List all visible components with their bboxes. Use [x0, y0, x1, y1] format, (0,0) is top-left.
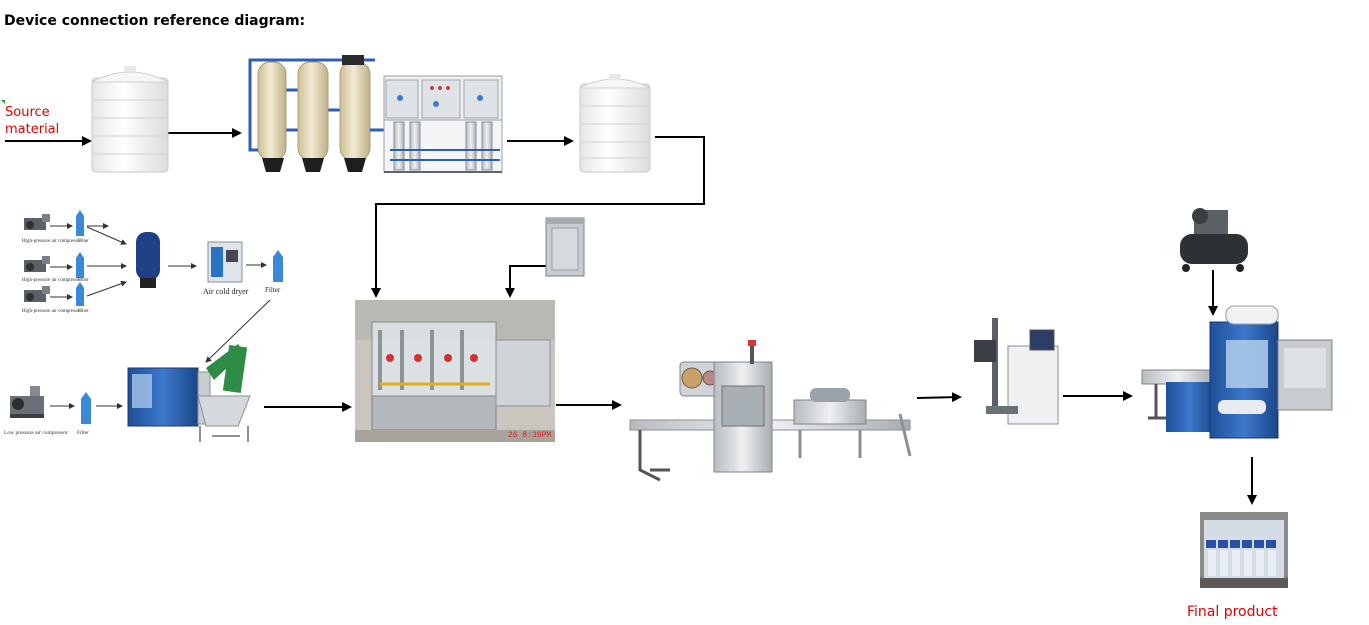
hp-compressor-caption-3: High-pressure air compressor: [22, 309, 82, 314]
diagram-title: Device connection reference diagram:: [4, 13, 306, 29]
arrow-cabinet-to-filler: [505, 265, 546, 298]
laser-coding-machine: [974, 318, 1059, 425]
air-dryer-caption: Air cold dryer: [203, 287, 249, 296]
dryer-filter-caption: Filter: [265, 286, 281, 294]
corner-marker: [1, 100, 5, 104]
source-label-line1: Source: [5, 105, 50, 120]
hp-row-2: [24, 252, 127, 278]
pure-water-tank: [579, 74, 651, 173]
air-receiver-tank: [136, 232, 160, 288]
hp-row-3: [24, 280, 127, 306]
wrapper-air-compressor: [1180, 208, 1248, 272]
final-product-image: [1200, 512, 1288, 588]
arrow-tank2-to-filler: [371, 136, 705, 298]
pretreatment-filters: [248, 55, 384, 172]
hp-filter-caption-2: Filter: [78, 278, 89, 283]
lp-compressor: [10, 386, 44, 418]
air-dryer: [207, 241, 243, 283]
hp-row-1: [24, 210, 109, 236]
source-label-line2: material: [5, 122, 60, 137]
source-material-label: Source material: [5, 104, 59, 138]
dryer-filter: [273, 250, 283, 282]
lp-filter-caption: Filter: [77, 430, 89, 436]
raw-water-tank: [91, 66, 169, 173]
hp-compressor-caption-2: High-pressure air compressor: [22, 278, 82, 283]
sleeve-labeling-machine: [629, 340, 912, 482]
lp-compressor-caption: Low pressure air compressor: [4, 430, 68, 436]
reverse-osmosis-unit: [383, 75, 503, 173]
hp-compressor-cluster: [24, 210, 283, 306]
filling-machine: [355, 300, 555, 442]
hp-compressor-caption-1: High-pressure air compressor: [22, 239, 82, 244]
photo-timestamp: 26 8:39PM: [508, 431, 552, 440]
lp-filter: [81, 392, 91, 424]
blow-molding-machine: [127, 344, 251, 442]
control-cabinet: [545, 217, 585, 277]
arrow-dryer-filter-to-blower: [205, 299, 271, 363]
shrink-wrapping-machine: [1141, 305, 1333, 439]
hp-filter-caption-1: Filter: [78, 239, 89, 244]
final-product-label: Final product: [1187, 604, 1278, 620]
arrow-labeler-to-coder: [916, 392, 962, 403]
hp-filter-caption-3: Filter: [78, 309, 89, 314]
